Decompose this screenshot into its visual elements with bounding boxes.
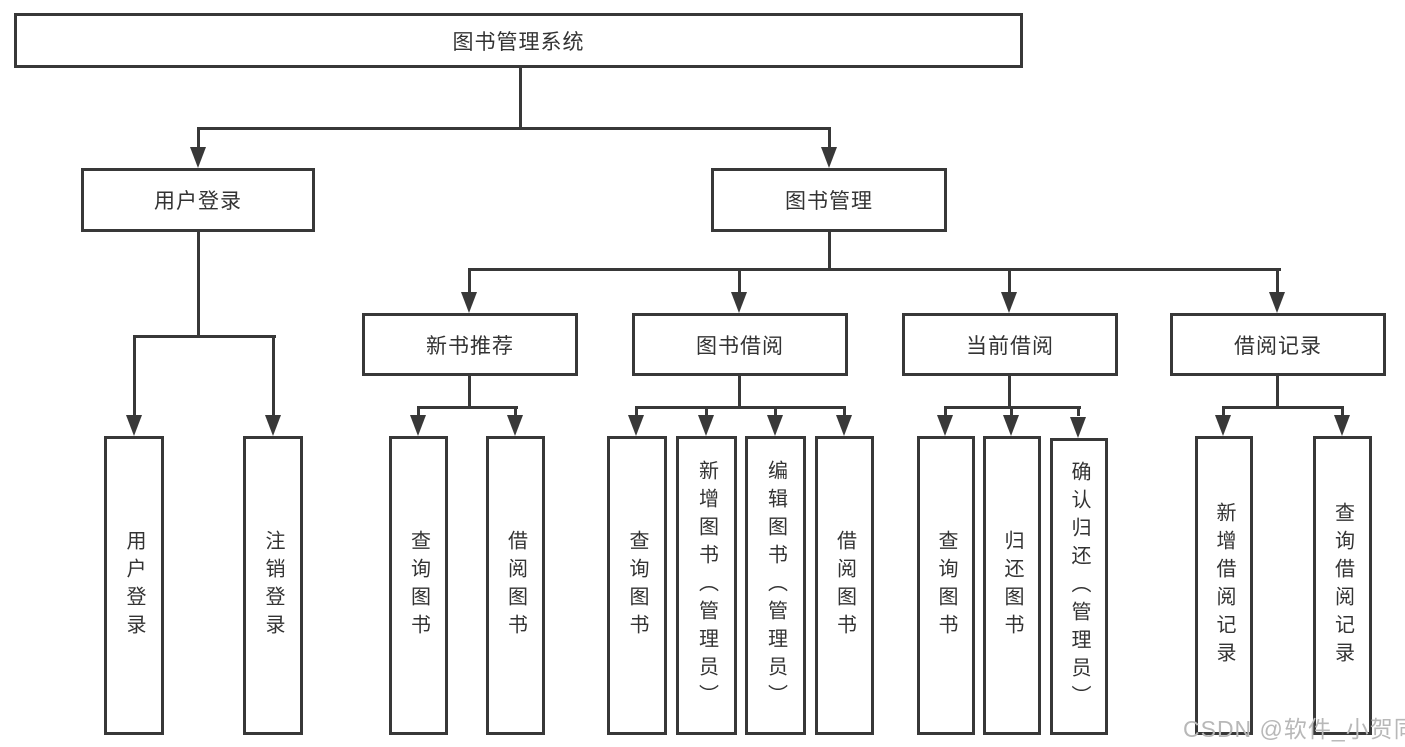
- connector-line: [468, 271, 471, 293]
- connector-line: [828, 127, 831, 149]
- connector-line: [635, 406, 846, 409]
- arrow-down-icon: [507, 415, 523, 436]
- arrow-down-icon: [1269, 292, 1285, 313]
- connector-line: [1276, 271, 1279, 293]
- connector-line: [519, 68, 522, 130]
- connector-line: [197, 127, 831, 130]
- connector-line: [828, 232, 831, 271]
- connector-line: [843, 406, 846, 416]
- connector-line: [133, 335, 136, 416]
- connector-line: [514, 406, 517, 416]
- arrow-down-icon: [1001, 292, 1017, 313]
- arrow-down-icon: [731, 292, 747, 313]
- arrow-down-icon: [821, 147, 837, 168]
- arrow-down-icon: [461, 292, 477, 313]
- node-book-management: 图书管理: [711, 168, 947, 232]
- connector-line: [1010, 406, 1013, 416]
- connector-line: [738, 376, 741, 409]
- arrow-down-icon: [190, 147, 206, 168]
- node-user-login: 用户登录: [81, 168, 315, 232]
- connector-line: [738, 271, 741, 293]
- node-borrow-records: 借阅记录: [1170, 313, 1386, 376]
- connector-line: [417, 406, 420, 416]
- connector-line: [1276, 376, 1279, 409]
- arrow-down-icon: [628, 415, 644, 436]
- arrow-down-icon: [410, 415, 426, 436]
- leaf-borrow-edit-books-admin: 编辑图书（管理员）: [745, 436, 806, 735]
- arrow-down-icon: [1215, 415, 1231, 436]
- arrow-down-icon: [767, 415, 783, 436]
- connector-line: [133, 335, 276, 338]
- leaf-records-query-record: 查询借阅记录: [1313, 436, 1372, 735]
- leaf-records-add-record: 新增借阅记录: [1195, 436, 1253, 735]
- connector-line: [197, 127, 200, 149]
- connector-line: [1341, 406, 1344, 416]
- leaf-newbook-borrow-books: 借阅图书: [486, 436, 545, 735]
- arrow-down-icon: [937, 415, 953, 436]
- leaf-user-login: 用户登录: [104, 436, 164, 735]
- connector-line: [1008, 376, 1011, 409]
- connector-line: [197, 232, 200, 338]
- connector-line: [705, 406, 708, 416]
- connector-line: [944, 406, 947, 416]
- node-book-borrow: 图书借阅: [632, 313, 848, 376]
- connector-line: [272, 335, 275, 416]
- connector-line: [635, 406, 638, 416]
- connector-line: [468, 268, 1281, 271]
- arrow-down-icon: [1334, 415, 1350, 436]
- node-current-borrow: 当前借阅: [902, 313, 1118, 376]
- connector-line: [1008, 271, 1011, 293]
- arrow-down-icon: [1070, 417, 1086, 438]
- csdn-watermark: CSDN @软件_小贺同学: [1183, 716, 1405, 742]
- leaf-newbook-query-books: 查询图书: [389, 436, 448, 735]
- leaf-borrow-add-books-admin: 新增图书（管理员）: [676, 436, 737, 735]
- arrow-down-icon: [265, 415, 281, 436]
- connector-line: [1222, 406, 1225, 416]
- leaf-current-query-books: 查询图书: [917, 436, 975, 735]
- arrow-down-icon: [698, 415, 714, 436]
- arrow-down-icon: [126, 415, 142, 436]
- node-new-book-recommend: 新书推荐: [362, 313, 578, 376]
- connector-line: [1077, 406, 1080, 416]
- connector-line: [417, 406, 518, 409]
- leaf-borrow-query-books: 查询图书: [607, 436, 667, 735]
- leaf-borrow-borrow-books: 借阅图书: [815, 436, 874, 735]
- arrow-down-icon: [1003, 415, 1019, 436]
- leaf-logout: 注销登录: [243, 436, 303, 735]
- leaf-current-confirm-return-admin: 确认归还（管理员）: [1050, 438, 1108, 735]
- connector-line: [468, 376, 471, 409]
- connector-line: [774, 406, 777, 416]
- connector-line: [1222, 406, 1344, 409]
- node-root: 图书管理系统: [14, 13, 1023, 68]
- arrow-down-icon: [836, 415, 852, 436]
- leaf-current-return-books: 归还图书: [983, 436, 1041, 735]
